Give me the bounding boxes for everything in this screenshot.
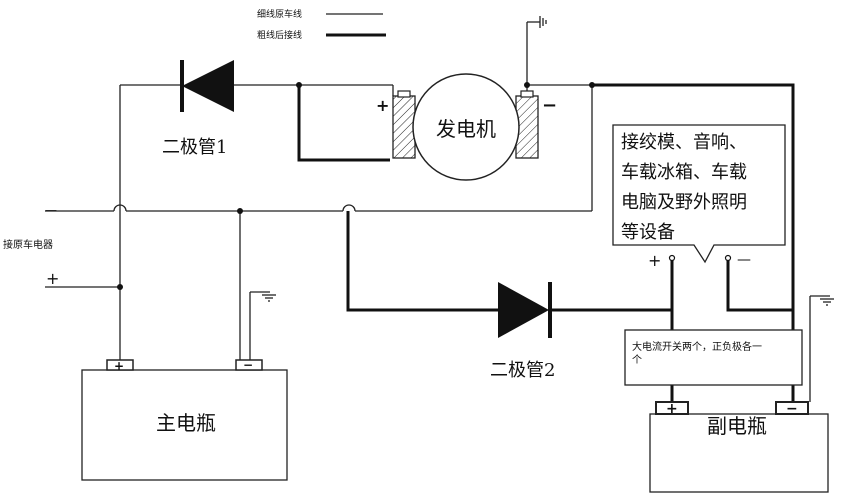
- main-battery: [81, 359, 288, 481]
- callout-line-4: 等设备: [621, 222, 675, 243]
- aux-battery: [649, 401, 829, 493]
- diode-2-label: 二极管2: [490, 360, 555, 381]
- main-battery-plus: +: [114, 359, 124, 373]
- diode-1: [180, 60, 234, 112]
- added-wiring: [297, 83, 795, 402]
- aux-ground: [809, 295, 834, 402]
- switch-text: 大电流开关两个，正负极各一 个: [632, 340, 765, 366]
- plus-terminal-label: +: [46, 269, 59, 288]
- generator: [392, 73, 539, 181]
- aux-battery-minus: −: [786, 401, 798, 417]
- generator-minus: −: [542, 95, 557, 116]
- switch-box: [624, 329, 803, 386]
- junction-dots: [117, 82, 595, 290]
- generator-label: 发电机: [436, 117, 496, 141]
- generator-plus: +: [376, 96, 389, 115]
- equipment-callout: [612, 124, 786, 264]
- diode-2: [498, 282, 552, 338]
- main-battery-label: 主电瓶: [156, 411, 216, 435]
- callout-text: 接绞模、音响、 车载冰箱、车载 电脑及野外照明 等设备: [621, 132, 753, 243]
- aux-battery-label: 副电瓶: [707, 414, 767, 438]
- switch-line-1: 大电流开关两个，正负极各一: [632, 340, 762, 353]
- callout-plus: +: [648, 251, 661, 270]
- callout-line-1: 接绞模、音响、: [621, 132, 747, 153]
- diode-1-label: 二极管1: [162, 137, 227, 158]
- callout-line-3: 电脑及野外照明: [621, 192, 747, 213]
- switch-line-2: 个: [632, 354, 642, 366]
- aux-battery-plus: +: [666, 401, 678, 417]
- minus-terminal-label: —: [45, 203, 57, 217]
- callout-minus-terminal: [724, 254, 732, 262]
- original-devices-label: 接原车电器: [3, 238, 53, 251]
- callout-minus: —: [737, 252, 751, 268]
- callout-line-2: 车载冰箱、车载: [621, 162, 747, 183]
- legend-thin-label: 细线原车线: [257, 8, 302, 20]
- original-wiring: [45, 16, 593, 360]
- legend-thick-label: 粗线后接线: [257, 29, 302, 41]
- callout-plus-terminal: [668, 254, 676, 262]
- main-battery-minus: −: [243, 358, 253, 372]
